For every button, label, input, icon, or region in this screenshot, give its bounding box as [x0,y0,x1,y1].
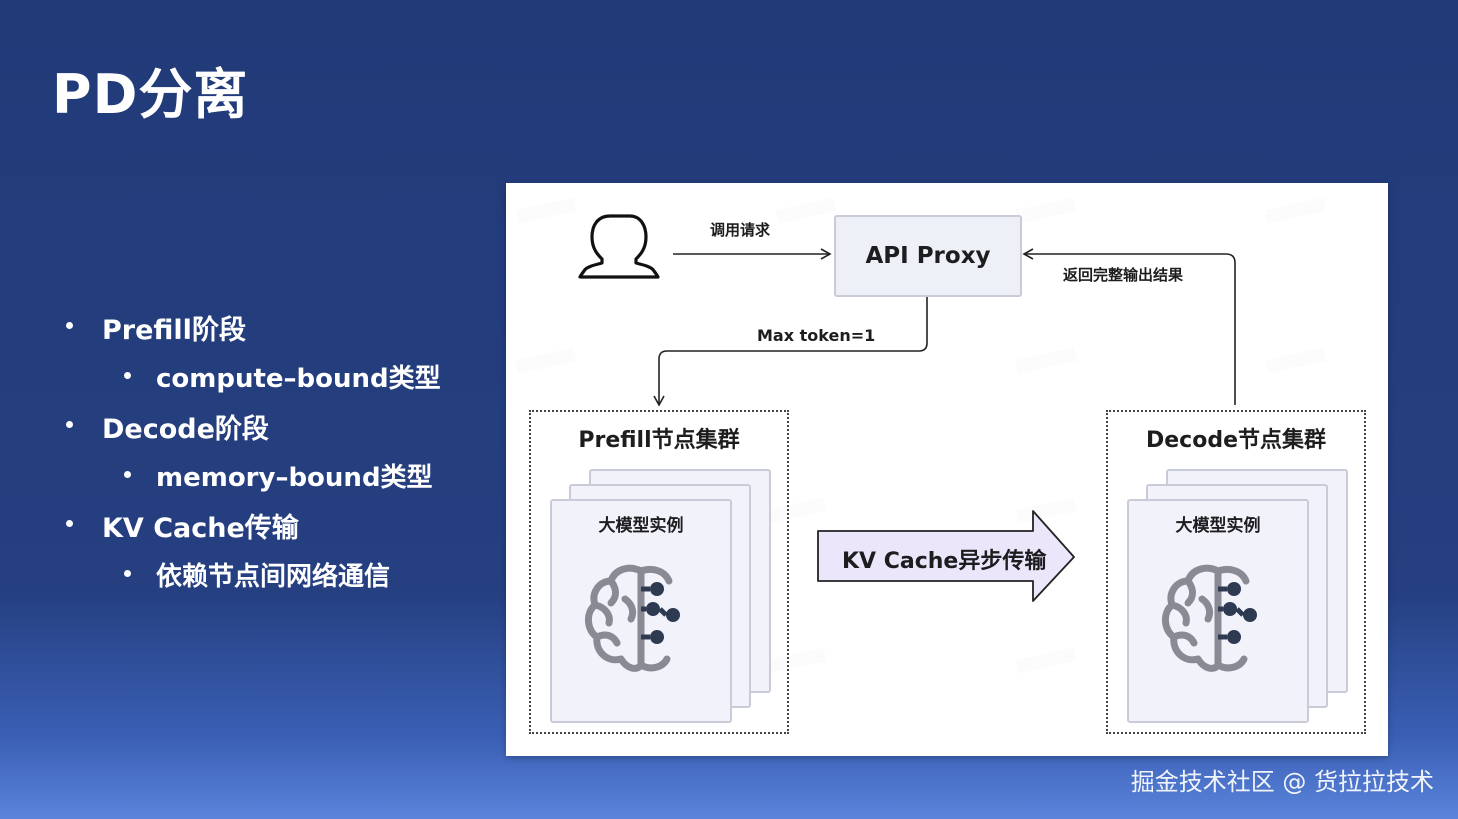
bullet-kv-cache-transfer: KV Cache传输 [66,506,299,545]
decode-model-instance-card: 大模型实例 [1127,499,1309,723]
bullet-text: memory–bound类型 [156,463,433,493]
footer-credit: 掘金技术社区 @ 货拉拉技术 [1130,768,1434,796]
kv-transfer-arrow [817,510,1075,602]
return-label: 返回完整输出结果 [1063,266,1184,284]
bullet-memory-bound: memory–bound类型 [124,457,433,494]
decode-instance-label: 大模型实例 [1175,516,1261,536]
max-token-label: Max token=1 [757,326,876,345]
bullet-text: 依赖节点间网络通信 [156,562,391,592]
prefill-cluster-title: Prefill节点集群 [578,428,740,453]
pd-architecture-diagram: ▒▒▒▒▒▒▒ ▒▒▒▒▒▒▒ ▒▒▒▒▒▒▒ ▒▒▒▒▒▒▒ ▒▒▒▒▒▒▒ … [506,183,1388,756]
prefill-model-instance-card: 大模型实例 [550,499,732,723]
brain-icon [585,564,680,672]
user-icon [578,214,660,279]
bullet-text: compute–bound类型 [156,364,441,394]
bullet-text: KV Cache传输 [102,513,299,544]
return-arrow [1022,248,1236,405]
bullet-prefill-stage: Prefill阶段 [66,308,246,347]
api-proxy-node: API Proxy [834,215,1022,297]
prefill-instance-label: 大模型实例 [598,516,684,536]
diagram-connectors [578,214,1236,602]
decode-cluster: Decode节点集群 大模型实例 [1106,410,1366,734]
bullet-text: Decode阶段 [102,414,269,445]
bullet-decode-stage: Decode阶段 [66,407,269,446]
bullet-dot [66,421,73,428]
prefill-cluster: Prefill节点集群 大模型实例 [529,410,789,734]
bullet-dot [66,322,73,329]
bullet-dot [124,570,131,577]
bullet-network-dependency: 依赖节点间网络通信 [124,556,391,593]
bullet-dot [124,471,131,478]
decode-cluster-title: Decode节点集群 [1145,428,1326,453]
kv-transfer-label: KV Cache异步传输 [842,549,1047,574]
bullet-dot [124,372,131,379]
slide-title: PD分离 [52,63,249,126]
bullet-dot [66,520,73,527]
bullet-compute-bound: compute–bound类型 [124,358,441,395]
dispatch-arrow [653,297,928,407]
brain-icon [1162,564,1257,672]
bullet-text: Prefill阶段 [102,315,246,346]
request-label: 调用请求 [710,221,771,239]
